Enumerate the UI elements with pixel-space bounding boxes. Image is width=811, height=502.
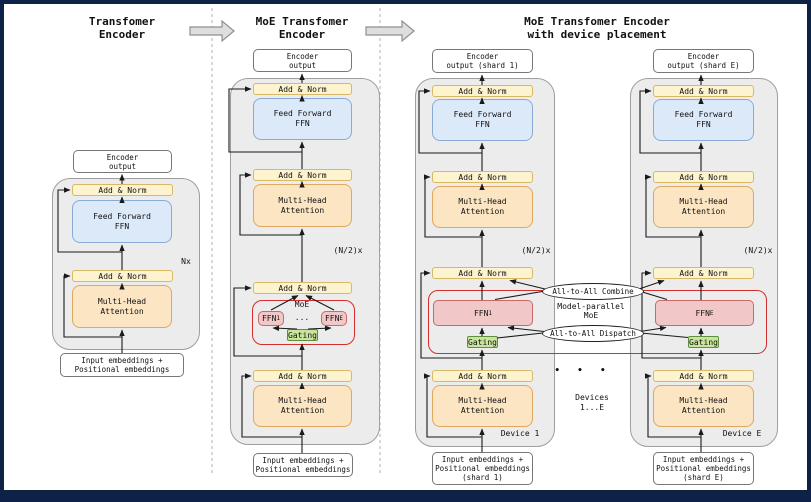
encoder-output-box-1: Encoder output — [73, 150, 172, 173]
add-norm-box: Add & Norm — [432, 171, 533, 183]
gating-box: Gating — [287, 329, 318, 341]
add-norm-box: Add & Norm — [253, 282, 352, 294]
device-label-e: Device E — [722, 429, 762, 438]
add-norm-box: Add & Norm — [253, 169, 352, 181]
repeat-label-n2x: (N/2)x — [743, 246, 773, 255]
multi-head-attention-box: Multi-Head Attention — [653, 186, 754, 228]
ffn-subscript: 1 — [488, 309, 493, 317]
repeat-label-n2x: (N/2)x — [333, 246, 363, 255]
device-ellipsis-dots: • • • — [554, 366, 612, 376]
encoder-output-box-3: Encoder output (shard 1) — [432, 49, 533, 73]
multi-head-attention-box: Multi-Head Attention — [72, 285, 172, 328]
add-norm-box: Add & Norm — [653, 171, 754, 183]
feed-forward-box: Feed Forward FFN — [653, 99, 754, 141]
repeat-label-nx: Nx — [181, 257, 191, 266]
encoder-output-box-4: Encoder output (shard E) — [653, 49, 754, 73]
moe-label: MoE — [294, 300, 310, 309]
input-embeddings-box-2: Input embeddings + Positional embeddings — [253, 453, 353, 477]
expert-ellipsis: ... — [294, 313, 310, 322]
input-embeddings-box-1: Input embeddings + Positional embeddings — [60, 353, 184, 377]
all-to-all-dispatch-label: All-to-All Dispatch — [542, 325, 644, 342]
encoder-output-box-2: Encoder output — [253, 49, 352, 72]
add-norm-box: Add & Norm — [653, 85, 754, 97]
ffn-label: FFN — [695, 308, 710, 318]
section-title-transformer: Transfomer Encoder — [88, 15, 156, 41]
section-title-moe-device: MoE Transfomer Encoder with device place… — [524, 15, 670, 41]
input-embeddings-box-4: Input embeddings + Positional embeddings… — [653, 452, 754, 485]
ffn-label: FFN — [473, 308, 489, 318]
devices-range-label: Devices 1...E — [575, 393, 609, 412]
add-norm-box: Add & Norm — [653, 267, 754, 279]
multi-head-attention-box: Multi-Head Attention — [253, 184, 352, 227]
add-norm-box: Add & Norm — [253, 370, 352, 382]
feed-forward-box: Feed Forward FFN — [432, 99, 533, 141]
gating-box: Gating — [467, 336, 498, 348]
input-embeddings-box-3: Input embeddings + Positional embeddings… — [432, 452, 533, 485]
model-parallel-moe-label: Model-parallel MoE — [557, 302, 625, 320]
device-label-1: Device 1 — [500, 429, 540, 438]
section-title-moe: MoE Transfomer Encoder — [255, 15, 349, 41]
add-norm-box: Add & Norm — [432, 85, 533, 97]
multi-head-attention-box: Multi-Head Attention — [253, 385, 352, 427]
ffn-subscript: E — [339, 315, 344, 322]
gating-box: Gating — [688, 336, 719, 348]
ffn-label: FFN — [261, 314, 277, 323]
add-norm-box: Add & Norm — [72, 184, 173, 196]
multi-head-attention-box: Multi-Head Attention — [653, 385, 754, 427]
feed-forward-box: Feed Forward FFN — [253, 98, 352, 140]
ffn-subscript: E — [709, 309, 714, 317]
add-norm-box: Add & Norm — [72, 270, 173, 282]
ffn-subscript: 1 — [276, 315, 281, 322]
all-to-all-combine-label: All-to-All Combine — [542, 283, 644, 300]
feed-forward-box: Feed Forward FFN — [72, 200, 172, 243]
add-norm-box: Add & Norm — [653, 370, 754, 382]
repeat-label-n2x: (N/2)x — [521, 246, 551, 255]
multi-head-attention-box: Multi-Head Attention — [432, 385, 533, 427]
add-norm-box: Add & Norm — [253, 83, 352, 95]
add-norm-box: Add & Norm — [432, 267, 533, 279]
multi-head-attention-box: Multi-Head Attention — [432, 186, 533, 228]
ffn-label: FFN — [324, 314, 340, 323]
add-norm-box: Add & Norm — [432, 370, 533, 382]
